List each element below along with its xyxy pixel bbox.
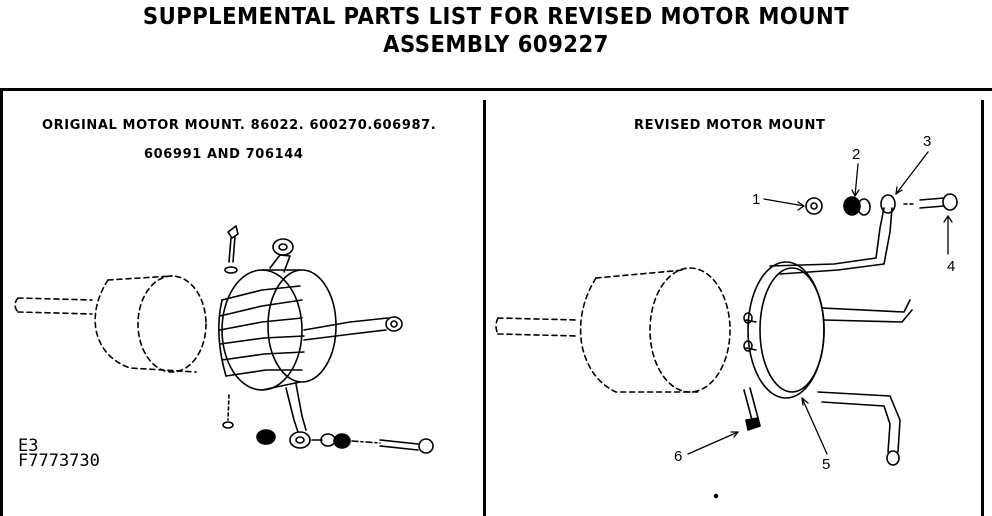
original-mount-ring <box>218 238 403 449</box>
original-motor-outline <box>14 275 207 373</box>
original-mount-label-line-1: ORIGINAL MOTOR MOUNT. 86022. 600270.6069… <box>42 118 437 133</box>
diagram-title-line-1: SUPPLEMENTAL PARTS LIST FOR REVISED MOTO… <box>142 4 850 30</box>
part-code-line-2: F7773730 <box>18 451 100 471</box>
revised-mount-label: REVISED MOTOR MOUNT <box>634 118 826 133</box>
left-border <box>0 88 3 516</box>
stray-dot <box>713 493 719 499</box>
center-divider <box>483 100 486 516</box>
callout-2: 2 <box>852 146 861 163</box>
part-code-line-1: E3 <box>18 436 39 456</box>
right-border <box>981 100 984 516</box>
callout-leader-lines <box>687 151 953 455</box>
callout-1: 1 <box>752 191 761 208</box>
diagram-title-line-2: ASSEMBLY 609227 <box>383 32 609 58</box>
revised-mount-ring <box>743 194 913 466</box>
callout-6: 6 <box>674 448 683 465</box>
original-mount-label-line-2: 606991 AND 706144 <box>144 147 304 162</box>
callout-4: 4 <box>947 258 956 275</box>
callout-5: 5 <box>822 456 831 473</box>
revised-motor-outline <box>495 267 731 393</box>
revised-hardware <box>743 193 958 431</box>
top-border <box>0 88 992 91</box>
callout-3: 3 <box>923 133 932 150</box>
original-hardware <box>222 225 434 454</box>
